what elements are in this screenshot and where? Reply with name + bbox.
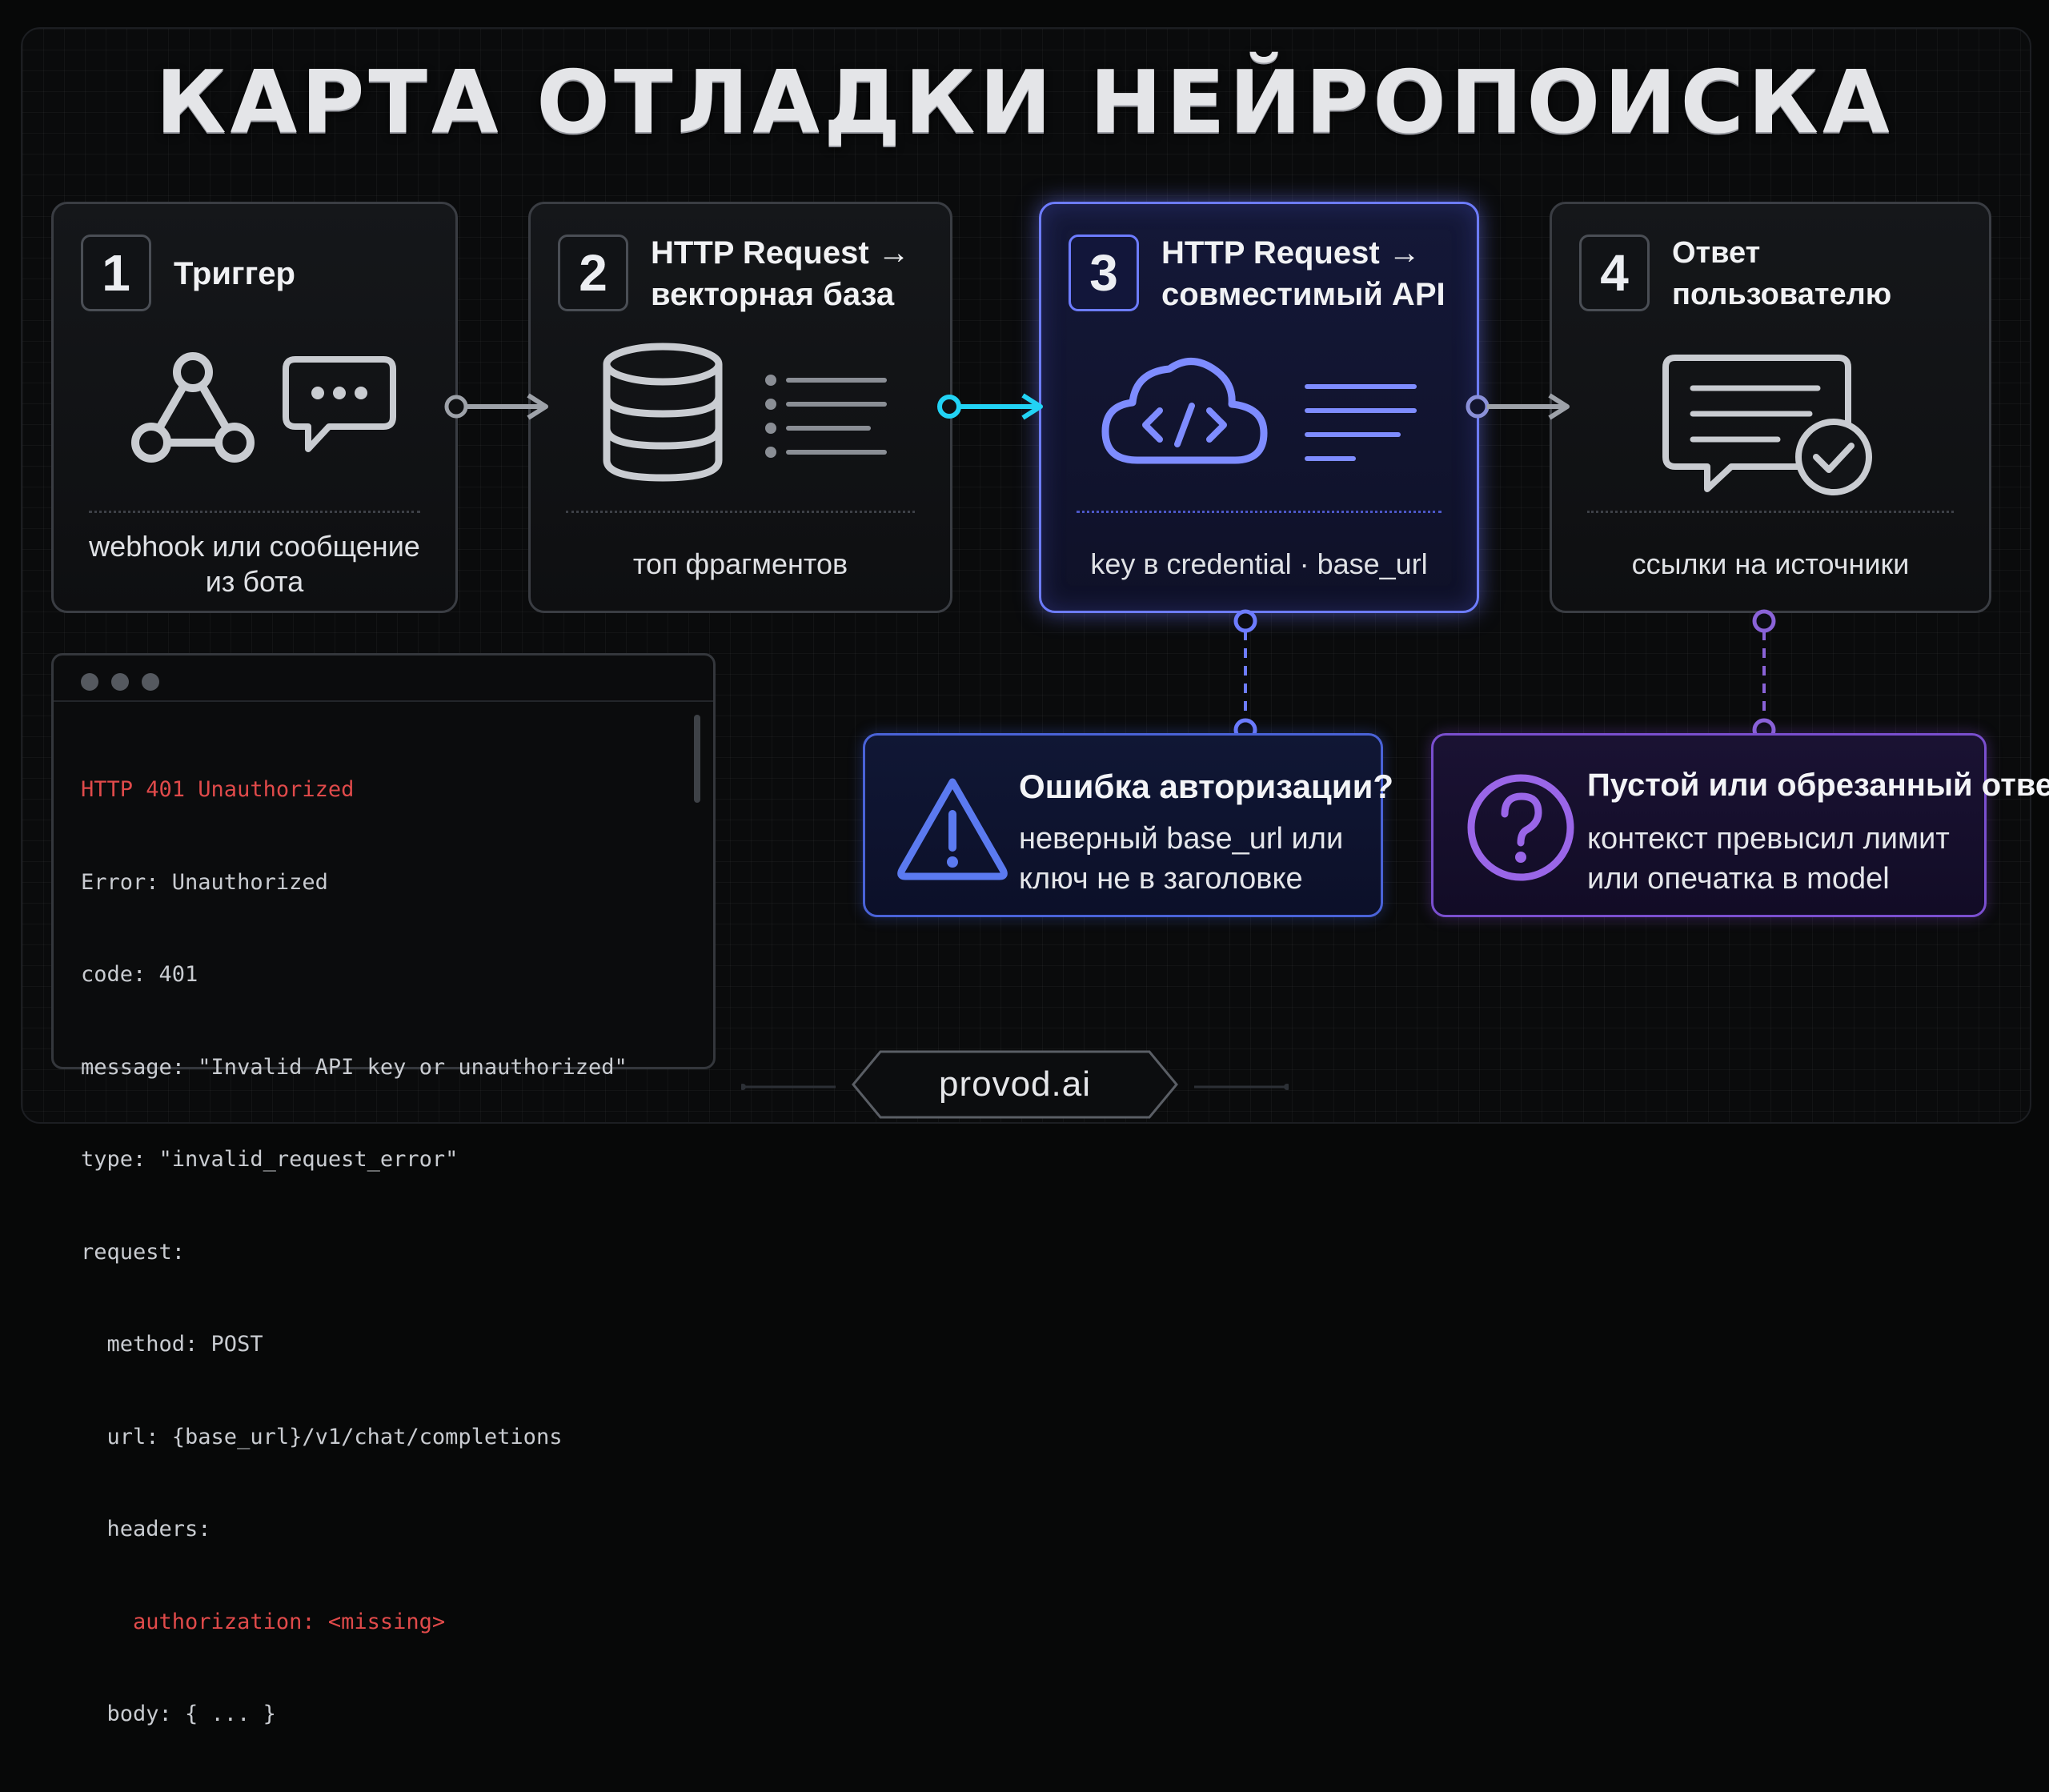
- terminal-line: HTTP 401 Unauthorized: [81, 777, 355, 802]
- brand-name: provod.ai: [938, 1064, 1091, 1104]
- alert-title: Пустой или обрезанный ответ?: [1587, 768, 2049, 803]
- terminal-line: Error: Unauthorized: [81, 869, 328, 895]
- step-number: 3: [1069, 235, 1139, 311]
- scroll-thumb[interactable]: [694, 715, 700, 803]
- connector-arrow-3-4: [1466, 393, 1570, 420]
- terminal-line: headers:: [81, 1517, 211, 1541]
- window-dot-icon: [81, 673, 98, 691]
- cloud-code-icon: [1101, 358, 1268, 464]
- step-card-vector-db: 2 HTTP Request → векторная база топ фраг…: [528, 202, 952, 613]
- alert-body: неверный base_url или ключ не в заголовк…: [1019, 822, 1344, 896]
- connector-step4-alert: [1752, 609, 1776, 742]
- card-divider: [1587, 511, 1954, 513]
- window-dot-icon: [111, 673, 129, 691]
- step-card-trigger: 1 Триггер webhook или сообщение из бота: [51, 202, 458, 613]
- terminal-log: HTTP 401 Unauthorized Error: Unauthorize…: [81, 713, 681, 1792]
- database-icon: [603, 343, 723, 482]
- step-caption: ссылки на источники: [1631, 547, 1910, 580]
- lines-icon: [1305, 384, 1417, 461]
- connector-arrow-1-2: [444, 393, 548, 420]
- card-divider: [1077, 511, 1442, 513]
- chat-bubble-icon: [283, 356, 396, 452]
- step-number: 1: [81, 235, 151, 311]
- terminal-line: type: "invalid_request_error": [81, 1147, 459, 1172]
- terminal-window: HTTP 401 Unauthorized Error: Unauthorize…: [51, 653, 716, 1726]
- terminal-line: authorization: <missing>: [81, 1609, 446, 1634]
- alert-empty-response: Пустой или обрезанный ответ? контекст пр…: [1431, 733, 2049, 917]
- step-card-compatible-api: 3 HTTP Request → совместимый API key в c…: [1039, 202, 1479, 613]
- list-icon: [765, 375, 887, 458]
- step-number: 2: [558, 235, 628, 311]
- connector-arrow-2-3-active: [937, 393, 1043, 420]
- brand-frame: [741, 1050, 1289, 1119]
- window-dot-icon: [142, 673, 159, 691]
- question-icon: [1467, 774, 1574, 881]
- alert-body: контекст превысил лимит или опечатка в m…: [1587, 822, 1950, 896]
- terminal-line: url: {base_url}/v1/chat/completions: [81, 1424, 563, 1449]
- terminal-line: code: 401: [81, 962, 198, 987]
- message-check-icon: [1662, 355, 1872, 495]
- connector-step3-alert: [1233, 609, 1257, 742]
- alert-auth-error: Ошибка авторизации? неверный base_url ил…: [863, 733, 1394, 917]
- step-number: 4: [1579, 235, 1650, 311]
- terminal-titlebar: [54, 655, 713, 702]
- terminal-scrollbar[interactable]: [694, 715, 700, 1043]
- terminal-line: message: "Invalid API key or unauthorize…: [81, 1054, 628, 1080]
- card-divider: [566, 511, 915, 513]
- warning-icon: [897, 778, 1008, 880]
- page-title: КАРТА ОТЛАДКИ НЕЙРОПОИСКА: [155, 53, 1894, 153]
- step-caption: webhook или сообщение из бота: [89, 530, 420, 598]
- step-card-user-response: 4 Ответ пользователю ссылки на источники: [1550, 202, 1991, 613]
- webhook-icon: [131, 352, 255, 463]
- step-title: Ответ пользователю: [1672, 236, 1892, 311]
- brand-badge: provod.ai: [741, 1047, 1289, 1122]
- card-divider: [89, 511, 420, 513]
- alert-title: Ошибка авторизации?: [1019, 768, 1394, 805]
- terminal-line: method: POST: [81, 1332, 263, 1357]
- step-caption: топ фрагментов: [632, 547, 848, 580]
- step-title: HTTP Request → векторная база: [651, 235, 910, 312]
- terminal-line: request:: [81, 1239, 186, 1265]
- step-caption: key в credential · base_url: [1090, 547, 1428, 580]
- terminal-line: body: { ... }: [81, 1702, 276, 1726]
- step-title: HTTP Request → совместимый API: [1161, 235, 1446, 312]
- step-title: Триггер: [174, 256, 295, 291]
